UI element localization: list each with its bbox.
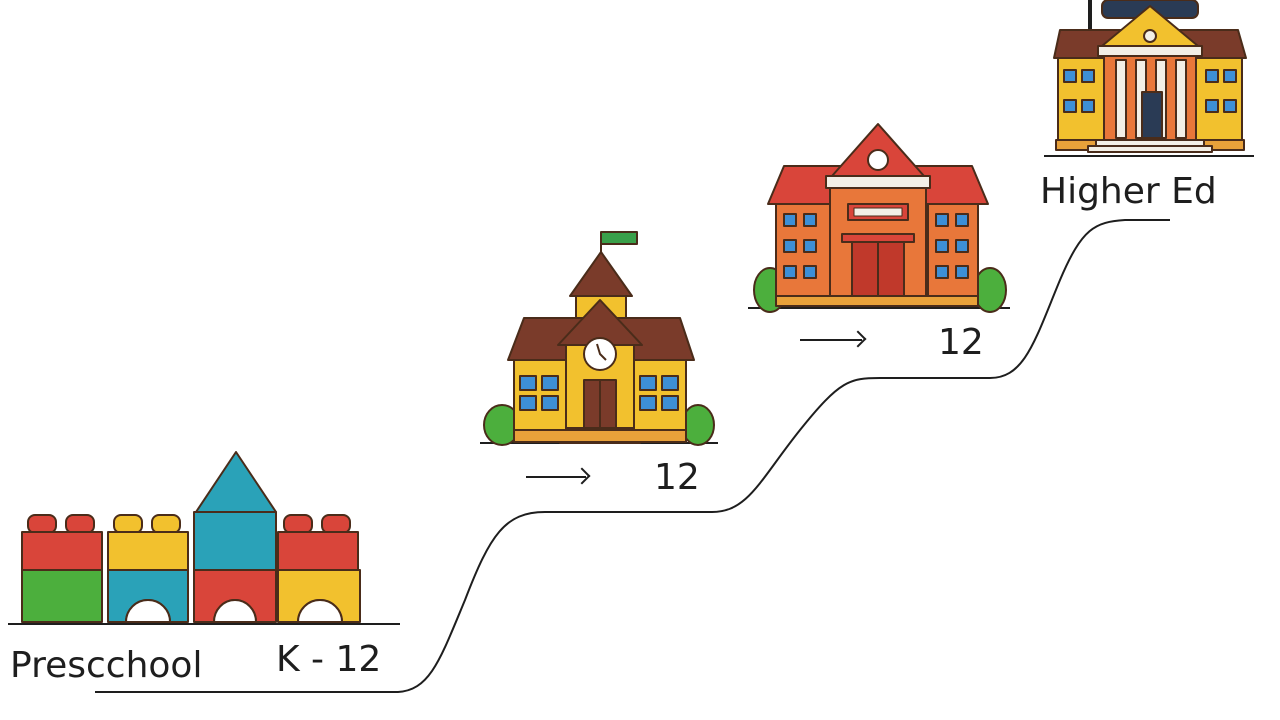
stage-label-higher-ed: Higher Ed <box>1040 171 1217 212</box>
school-house-illustration <box>483 231 715 446</box>
university-illustration <box>1053 0 1247 153</box>
stage-label-preschool: Prescchool <box>10 645 203 686</box>
arrow-right-icon <box>800 339 862 341</box>
grade-label-elementary: 12 <box>654 457 700 498</box>
brick-high-school-illustration <box>753 123 1007 313</box>
toy-blocks-castle-illustration <box>21 451 361 623</box>
arrow-right-icon <box>526 476 586 478</box>
grade-label-preschool: K - 12 <box>276 639 382 680</box>
grade-label-secondary: 12 <box>938 322 984 363</box>
pathway-step-line <box>95 219 1170 693</box>
